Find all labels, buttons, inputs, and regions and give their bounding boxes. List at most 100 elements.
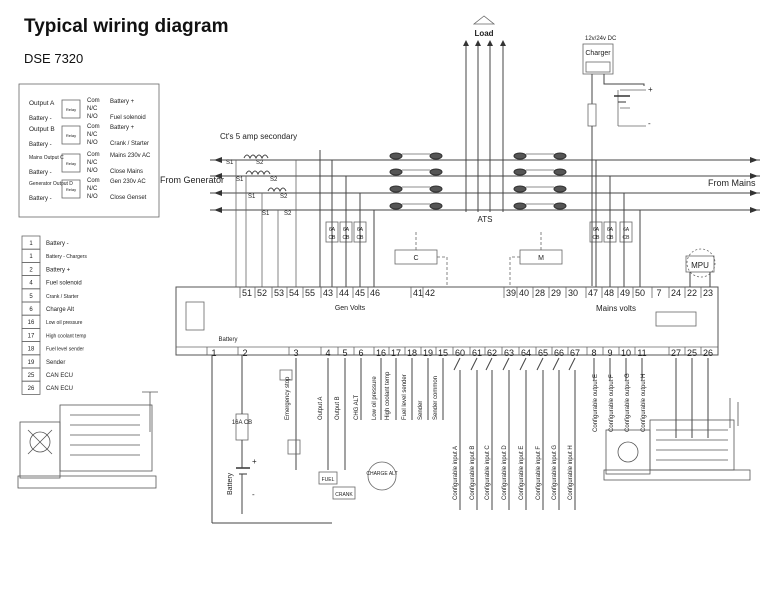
top-terminal-number: 51 [242,288,252,298]
relay-box-symbol [61,99,81,119]
legend-text: Charge Alt [46,307,74,313]
relay-no-desc: Close Genset [110,195,147,201]
ats-contact [553,185,567,193]
top-terminal-number: 44 [339,288,349,298]
cb16-fuse [235,413,249,441]
relay-label: Relay [66,187,76,192]
ats-contact [553,202,567,210]
legend-text: Crank / Starter [46,294,79,300]
crank-label: CRANK [335,492,353,498]
configurable-output-label: Configurable output H [641,374,647,432]
ats-contact [513,168,527,176]
top-terminal-number: 41 [413,288,423,298]
charger-fuse [587,103,597,127]
ats-contact [429,202,443,210]
bottom-terminal-number: 66 [554,348,564,358]
ats-contact [429,185,443,193]
svg-text:S1: S1 [248,194,256,200]
bottom-terminal-number: 65 [538,348,548,358]
legend-text: Low oil pressure [46,320,83,326]
bottom-wire-label: Emergency stop [285,376,291,420]
bottom-terminal-number: 62 [487,348,497,358]
svg-text:S1: S1 [236,177,244,183]
relay-com: Com [87,124,100,130]
relay-output-label: Generator Output D [29,181,73,187]
load-wires [463,40,506,212]
top-terminal-number: 28 [535,288,545,298]
relay-com-desc: Battery + [110,125,135,131]
top-terminal-number: 54 [289,288,299,298]
fuel-label: FUEL [322,477,335,483]
load-label: Load [474,29,493,38]
ats-contact [513,185,527,193]
ats-contact [513,152,527,160]
relay-output-label: Output A [29,100,55,107]
top-terminal-number: 46 [370,288,380,298]
configurable-output-label: Configurable output F [609,374,615,432]
legend-text: Sender [46,360,65,366]
page-title: Typical wiring diagram [24,16,229,37]
bottom-terminal-number: 1 [211,348,216,358]
bottom-terminal-number: 3 [293,348,298,358]
svg-text:S1: S1 [262,211,270,217]
relay-battery-label: Battery - [29,142,52,148]
relay-no-desc: Close Mains [110,169,143,175]
top-terminal-number: 23 [703,288,713,298]
module-indicator [185,301,205,331]
mpu-gear [686,248,716,278]
bottom-wires [295,357,709,510]
from-mains-label: From Mains [708,178,756,188]
bottom-wire-label: Low oil pressure [372,376,378,420]
bottom-wire-label: Output B [335,396,341,420]
legend-text: CAN ECU [46,373,73,379]
bottom-terminal-number: 17 [391,348,401,358]
top-terminal-number: 49 [620,288,630,298]
relay-box [18,83,160,218]
cb16-label: 16A CB [232,420,252,426]
relay-no-desc: Fuel solenoid [110,115,146,121]
load-symbol [472,15,496,25]
top-terminal-number: 47 [588,288,598,298]
legend-text: CAN ECU [46,386,73,392]
usb-port [655,311,697,327]
ats-label: ATS [478,215,493,224]
svg-text:S2: S2 [270,177,278,183]
bottom-terminal-number: 6 [358,348,363,358]
ats-contact [429,168,443,176]
charger-header: 12v/24v DC [585,36,617,42]
bottom-terminal-number: 63 [504,348,514,358]
mpu-label: MPU [691,261,709,270]
configurable-input-label: Configurable input C [485,445,491,500]
bottom-terminal-number: 5 [342,348,347,358]
relay-com-desc: Battery + [110,99,135,105]
legend-num: 1 [29,254,33,260]
legend-num: 4 [29,281,33,287]
legend-text: High coolant temp [46,333,87,339]
page-subtitle: DSE 7320 [24,51,84,66]
ats-contact [429,152,443,160]
bottom-terminal-number: 15 [438,348,448,358]
svg-text:S2: S2 [280,194,288,200]
relay-com: Com [87,152,100,158]
relay-nc: N/C [87,132,98,138]
bottom-wire-label: High coolant temp [385,371,391,420]
legend-num-cell [21,380,41,395]
configurable-input-label: Configurable input G [552,445,558,500]
bottom-terminal-number: 60 [455,348,465,358]
ats-contact [553,168,567,176]
relay-label: Relay [66,133,76,138]
gen-volts-label: Gen Volts [335,305,366,312]
charger-plus: + [648,85,653,94]
configurable-output-label: Configurable output G [625,373,631,432]
top-terminal-number: 48 [604,288,614,298]
configurable-input-label: Configurable input E [519,446,525,500]
charger-minus: - [648,119,651,128]
relay-box-symbol [61,153,81,173]
top-terminal-number: 22 [687,288,697,298]
charge-alt-label: CHARGE ALT [366,471,397,477]
bottom-terminal-number: 67 [570,348,580,358]
